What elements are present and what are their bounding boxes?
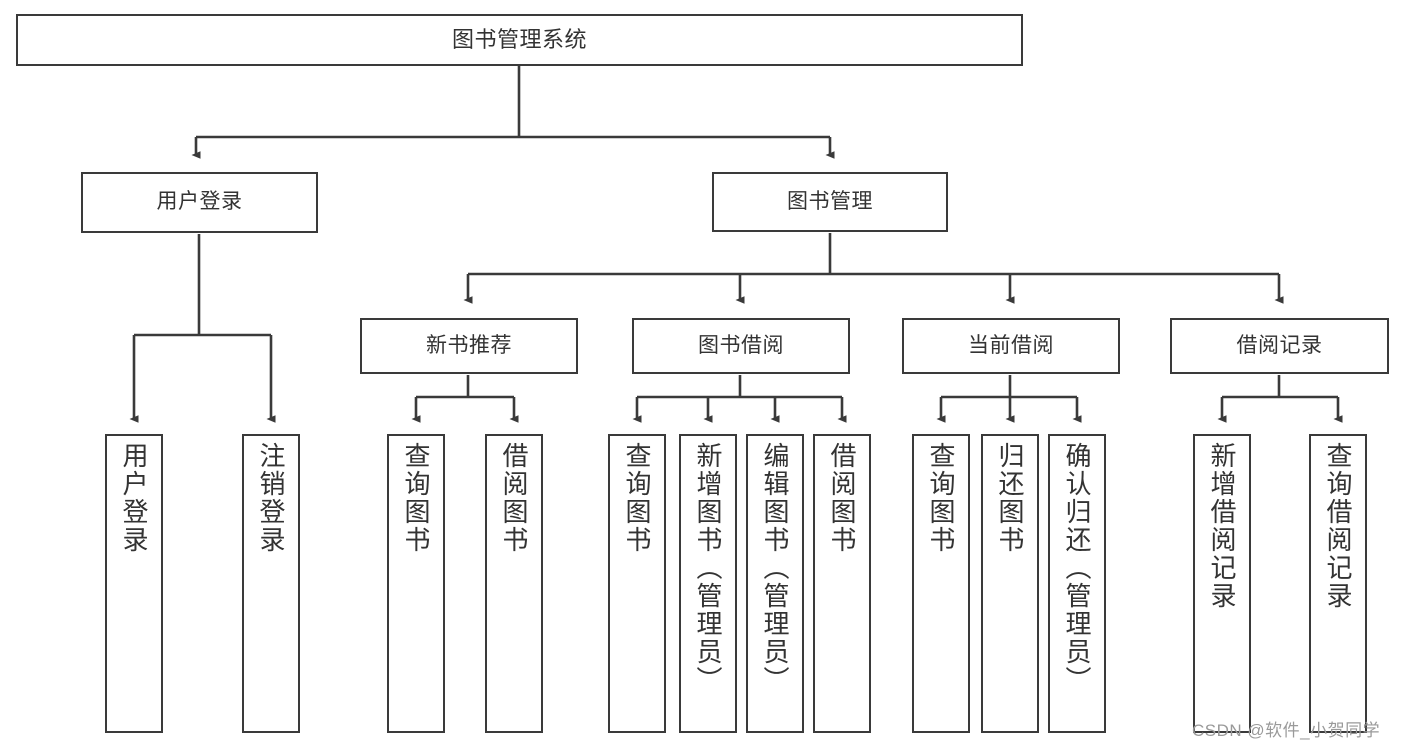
node-book-borrow-label: 图书借阅	[698, 333, 784, 357]
watermark: CSDN @软件_小贺同学	[1192, 721, 1381, 740]
leaf-return-book-label: 归还图书	[995, 442, 1025, 554]
leaf-return-book[interactable]: 归还图书	[981, 434, 1039, 733]
edge-root-to-level1	[191, 66, 835, 159]
node-new-book-recommend[interactable]: 新书推荐	[360, 318, 578, 374]
node-root[interactable]: 图书管理系统	[16, 14, 1023, 66]
edge-currentborrow-to-leaves	[936, 375, 1082, 423]
edge-bookborrow-to-leaves	[632, 375, 847, 423]
leaf-add-record-label: 新增借阅记录	[1207, 442, 1237, 610]
node-current-borrow-label: 当前借阅	[968, 333, 1054, 357]
leaf-borrow-book-2-label: 借阅图书	[827, 442, 857, 554]
edge-bookmanage-to-level2	[463, 233, 1284, 304]
leaf-user-login-label: 用户登录	[119, 442, 149, 554]
leaf-confirm-return[interactable]: 确认归还（管理员）	[1048, 434, 1106, 733]
node-root-label: 图书管理系统	[451, 27, 587, 53]
leaf-edit-book[interactable]: 编辑图书（管理员）	[746, 434, 804, 733]
leaf-logout[interactable]: 注销登录	[242, 434, 300, 733]
leaf-query-book-3-label: 查询图书	[926, 442, 956, 554]
node-user-login[interactable]: 用户登录	[81, 172, 318, 233]
node-borrow-record-label: 借阅记录	[1236, 333, 1323, 357]
leaf-query-book-2[interactable]: 查询图书	[608, 434, 666, 733]
node-user-login-label: 用户登录	[156, 190, 243, 214]
node-new-book-recommend-label: 新书推荐	[426, 333, 512, 357]
leaf-add-book[interactable]: 新增图书（管理员）	[679, 434, 737, 733]
leaf-borrow-book-1-label: 借阅图书	[499, 442, 529, 554]
leaf-query-book-2-label: 查询图书	[622, 442, 652, 554]
leaf-query-book-1[interactable]: 查询图书	[387, 434, 445, 733]
edge-userlogin-to-leaves	[129, 234, 276, 423]
leaf-edit-book-label: 编辑图书（管理员）	[760, 442, 790, 694]
leaf-query-book-1-label: 查询图书	[401, 442, 431, 554]
leaf-add-book-label: 新增图书（管理员）	[693, 442, 723, 694]
node-book-borrow[interactable]: 图书借阅	[632, 318, 850, 374]
leaf-confirm-return-label: 确认归还（管理员）	[1062, 442, 1092, 694]
node-current-borrow[interactable]: 当前借阅	[902, 318, 1120, 374]
leaf-add-record[interactable]: 新增借阅记录	[1193, 434, 1251, 733]
node-book-manage-label: 图书管理	[787, 189, 873, 213]
leaf-logout-label: 注销登录	[256, 442, 286, 554]
leaf-query-record[interactable]: 查询借阅记录	[1309, 434, 1367, 733]
leaf-borrow-book-2[interactable]: 借阅图书	[813, 434, 871, 733]
leaf-user-login[interactable]: 用户登录	[105, 434, 163, 733]
node-book-manage[interactable]: 图书管理	[712, 172, 948, 232]
node-borrow-record[interactable]: 借阅记录	[1170, 318, 1389, 374]
leaf-query-record-label: 查询借阅记录	[1323, 442, 1353, 610]
edge-borrowrecord-to-leaves	[1217, 375, 1343, 423]
leaf-query-book-3[interactable]: 查询图书	[912, 434, 970, 733]
leaf-borrow-book-1[interactable]: 借阅图书	[485, 434, 543, 733]
edge-newbook-to-leaves	[411, 375, 519, 423]
